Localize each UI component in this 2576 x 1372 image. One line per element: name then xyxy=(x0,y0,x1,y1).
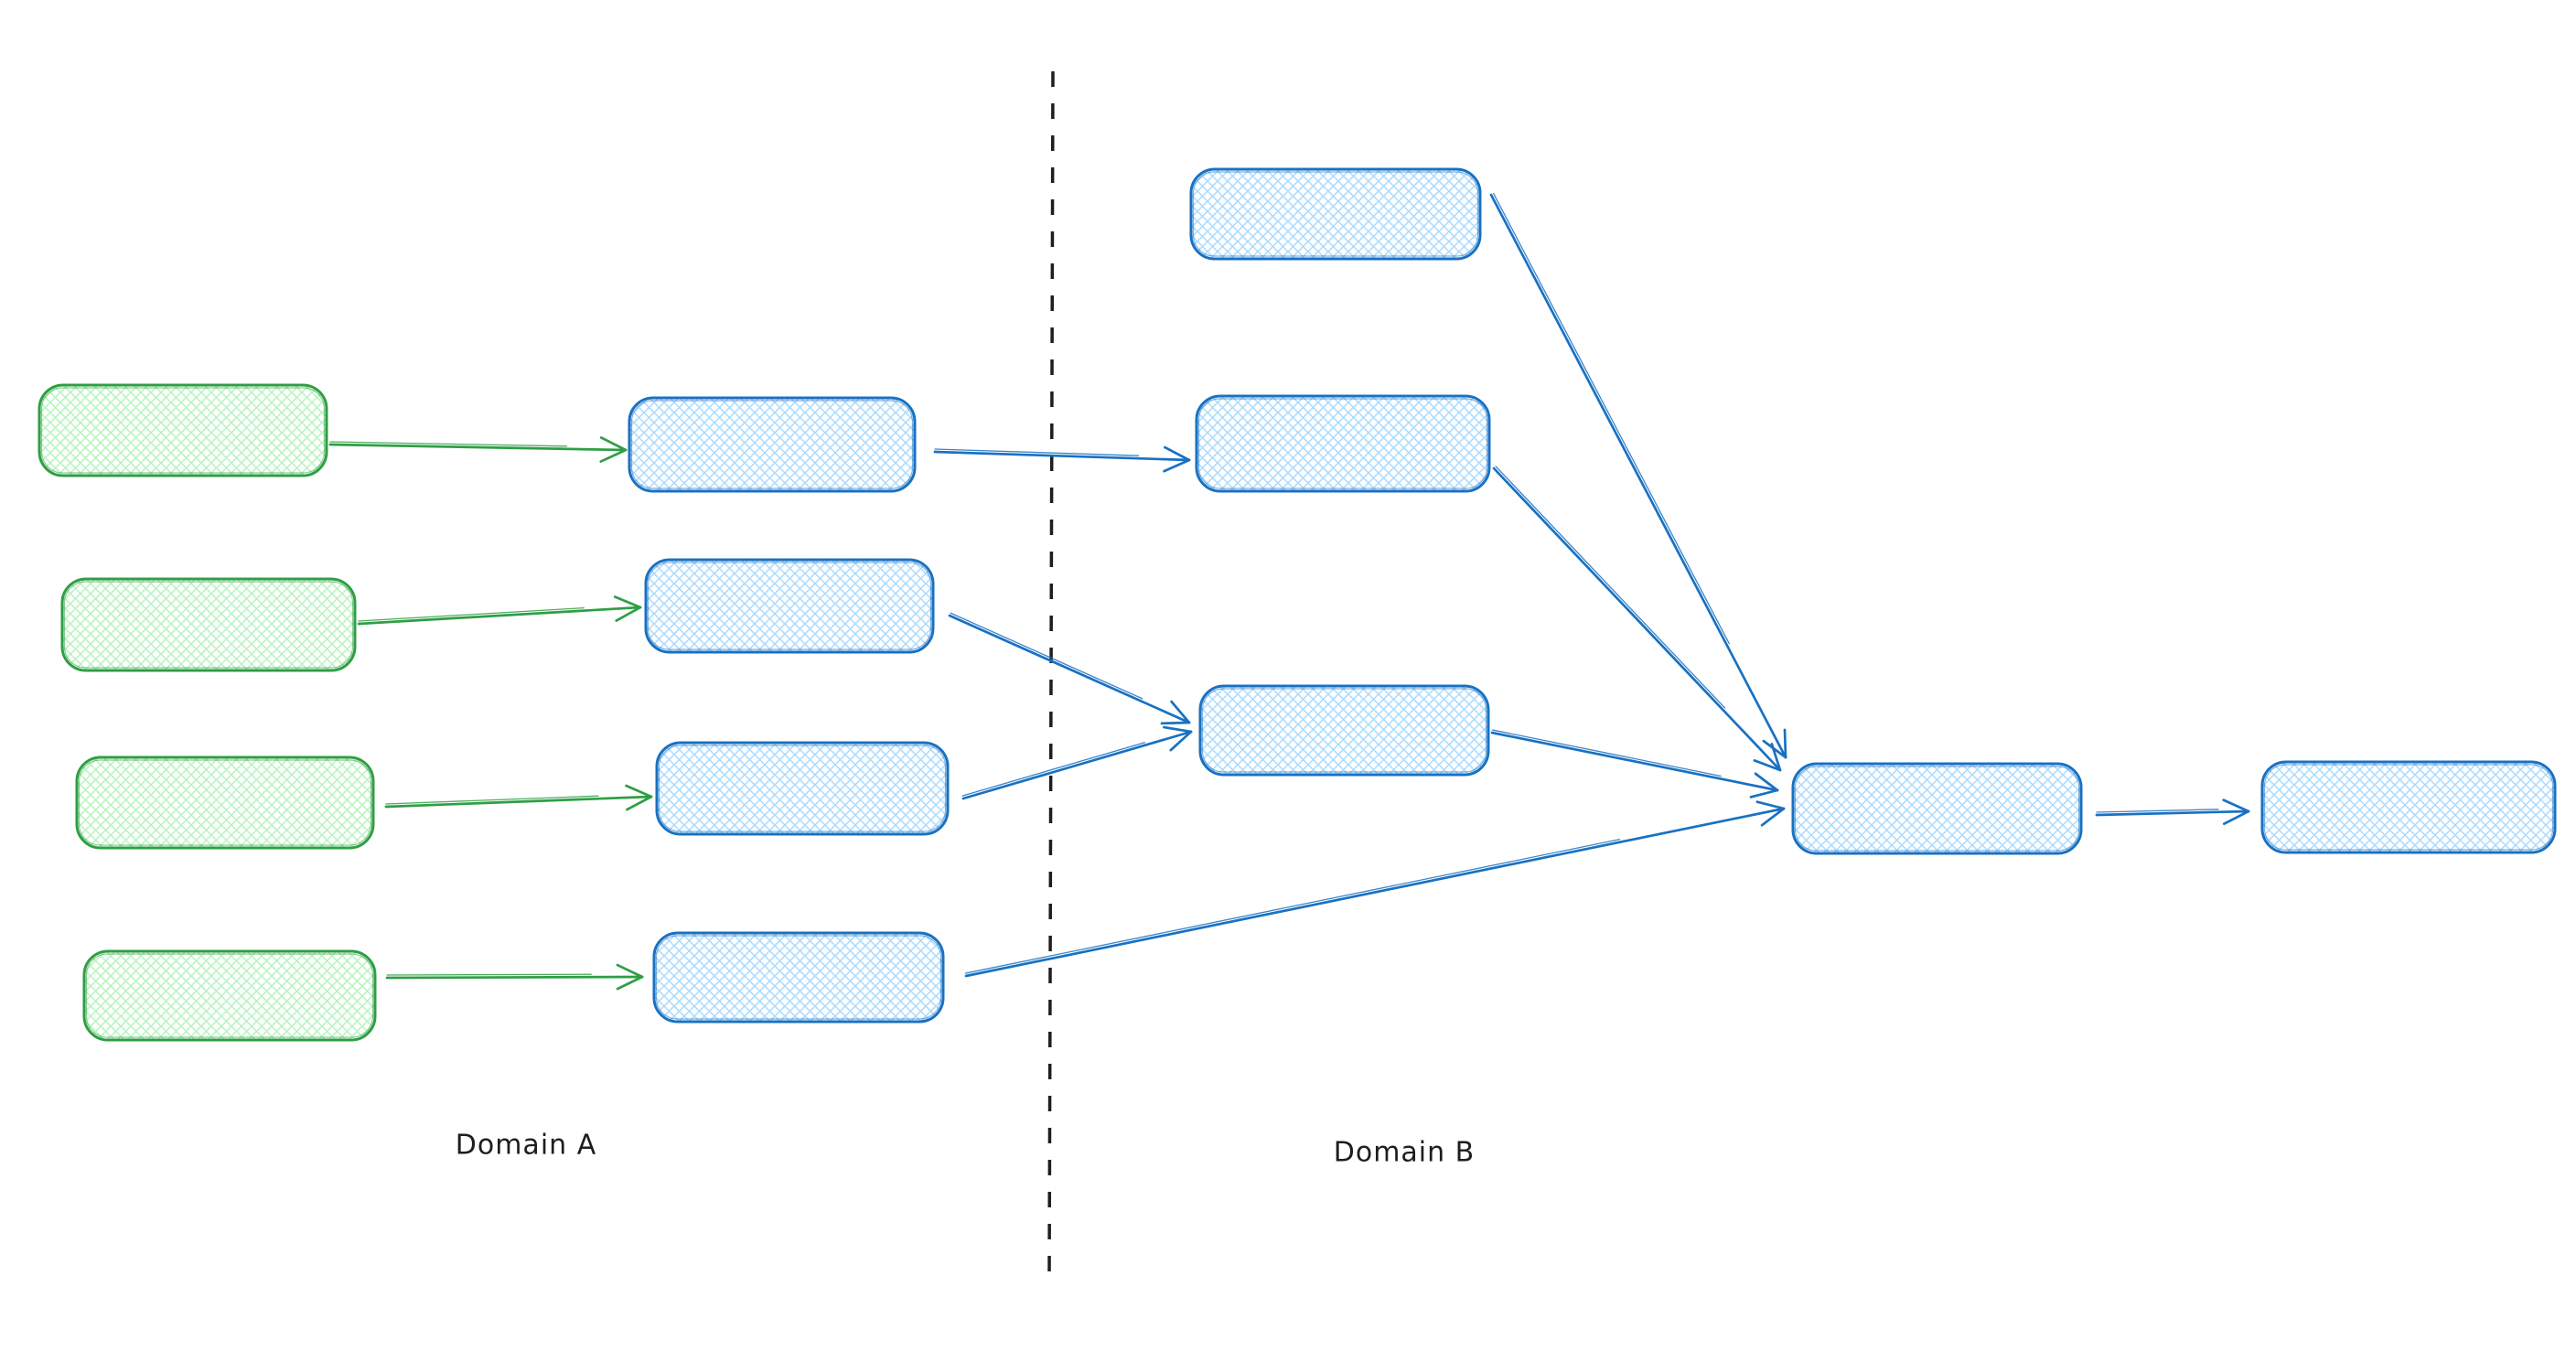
arrow-anode1-to-bnode2 xyxy=(933,445,1191,473)
arrow-bnode2-to-hub xyxy=(1492,466,1782,772)
node-domain-b-node-1 xyxy=(1189,167,1482,261)
node-domain-a-node-2 xyxy=(644,558,935,654)
domain-b-label: Domain B xyxy=(1333,1136,1476,1169)
node-domain-a-input-1 xyxy=(38,383,328,477)
arrow-anode3-to-bnode3 xyxy=(961,725,1193,800)
node-domain-a-node-4 xyxy=(652,931,945,1024)
node-domain-b-node-3 xyxy=(1198,684,1490,777)
arrow-hub-to-output xyxy=(2095,799,2250,826)
domain-divider-dashed-line xyxy=(1047,70,1055,1281)
node-domain-a-node-1 xyxy=(628,396,917,493)
node-domain-a-input-2 xyxy=(60,577,357,672)
node-domain-b-output xyxy=(2260,760,2557,854)
node-domain-a-input-4 xyxy=(82,949,377,1042)
node-domain-b-hub xyxy=(1791,762,2083,855)
arrow-bnode3-to-hub xyxy=(1490,729,1779,799)
arrow-anode2-to-bnode3 xyxy=(948,612,1191,725)
node-domain-a-node-3 xyxy=(655,741,950,836)
arrow-input4-to-node4 xyxy=(385,963,644,991)
arrow-input2-to-node2 xyxy=(357,595,642,626)
arrow-input1-to-node1 xyxy=(328,436,628,463)
arrow-anode4-to-hub xyxy=(964,800,1786,978)
arrow-bnode1-to-hub xyxy=(1489,192,1787,759)
node-domain-b-node-2 xyxy=(1195,394,1491,493)
domain-a-label: Domain A xyxy=(455,1129,597,1162)
arrow-input3-to-node3 xyxy=(384,784,653,811)
node-domain-a-input-3 xyxy=(75,756,375,850)
